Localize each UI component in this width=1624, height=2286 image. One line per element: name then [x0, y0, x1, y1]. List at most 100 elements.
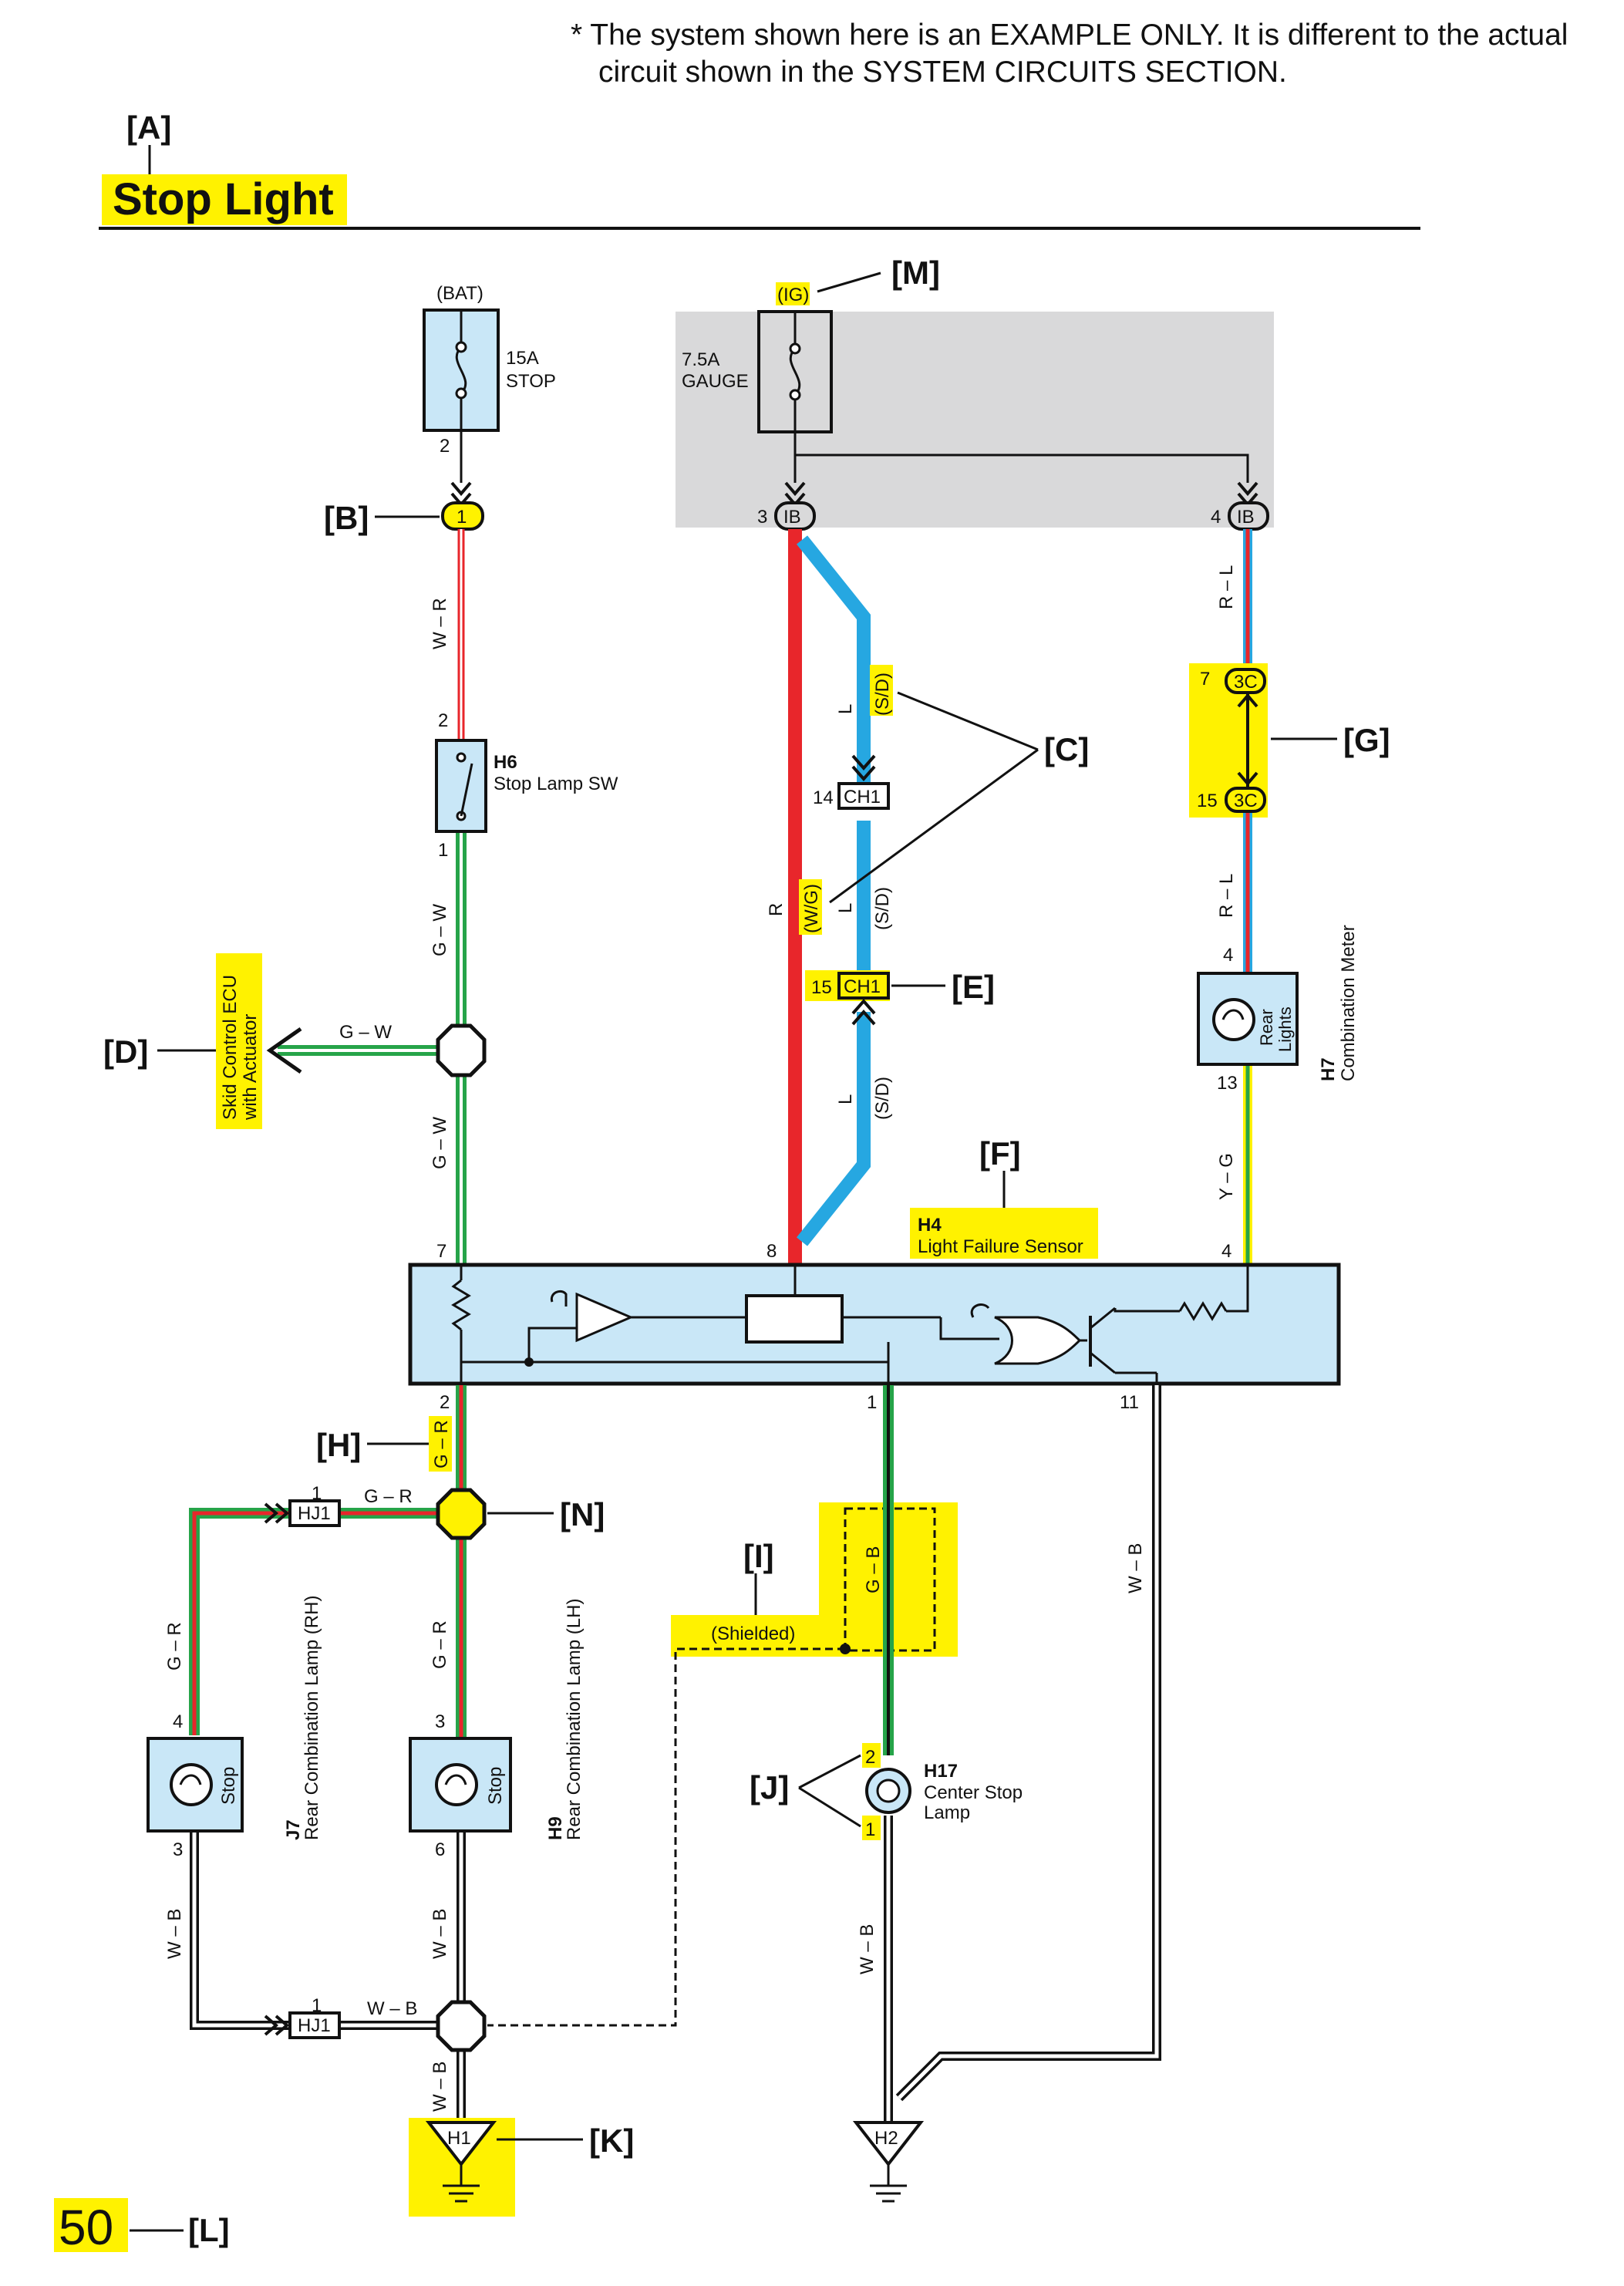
connector-ch1-14-label: CH1: [844, 787, 881, 808]
ref-n: [N]: [560, 1496, 605, 1532]
or-gate-icon: [994, 1316, 1082, 1365]
arrow-left-icon: [266, 1027, 302, 1074]
connector-3c-15-label: 3C: [1234, 791, 1258, 811]
h7-bulb-label-1: Rear: [1257, 1009, 1276, 1046]
connector-b1-pin: 1: [457, 507, 467, 528]
h9-name: Rear Combination Lamp (LH): [564, 1599, 585, 1840]
connector-3c-7: [1225, 668, 1266, 694]
bulb-icon: [435, 1763, 478, 1806]
ch1-pin-14: 14: [813, 787, 834, 808]
h6-name: Stop Lamp SW: [494, 774, 618, 794]
wire-wb-label-1: W – B: [164, 1909, 185, 1959]
junction-n: [436, 1488, 487, 1540]
switch-icon: [460, 763, 473, 817]
fuse-gauge-rating: 7.5A: [682, 349, 719, 370]
h9-pin-out: 6: [435, 1839, 445, 1860]
ref-b: [B]: [324, 500, 369, 536]
ig-label: (IG): [777, 285, 809, 305]
connector-hj1-bottom: [288, 2011, 341, 2039]
ref-i: [I]: [743, 1538, 774, 1574]
bulb-icon: [170, 1763, 213, 1806]
wire-sd-label-1: (S/D): [872, 673, 893, 716]
wire-wb-label-4: W – B: [430, 2062, 450, 2112]
sense-resistor: [745, 1294, 844, 1344]
wire-gw-label-1: G – W: [430, 904, 450, 956]
h9-code: H9: [545, 1816, 566, 1840]
ground-icon: [425, 2121, 497, 2167]
h9-pin-in: 3: [435, 1711, 445, 1732]
h6-code: H6: [494, 752, 517, 773]
wire-gr-label-4: G – R: [164, 1622, 185, 1671]
h7-code: H7: [1318, 1057, 1339, 1081]
h17-pin-top: 2: [865, 1747, 875, 1768]
bulb-icon: [1212, 998, 1255, 1041]
connector-3c-7-label: 3C: [1234, 672, 1258, 693]
wire-l-label-3: L: [835, 1094, 856, 1104]
junction-ground: [436, 2000, 487, 2052]
wire-l-lower: [796, 1012, 871, 1246]
wire-wb-label-3: W – B: [367, 1998, 417, 2019]
ch1-pin-15: 15: [811, 977, 832, 998]
ref-d: [D]: [103, 1033, 148, 1070]
ref-k: [K]: [589, 2122, 634, 2159]
connector-3c-15: [1225, 787, 1266, 813]
skid-ecu-line2: with Actuator: [240, 1014, 261, 1121]
ref-e: [E]: [952, 969, 995, 1005]
ib-pin-4: 4: [1211, 507, 1221, 528]
ref-g: [G]: [1343, 722, 1390, 758]
wire-l-upper: [796, 535, 871, 794]
h4-pin-1: 1: [867, 1392, 877, 1413]
ref-h: [H]: [316, 1427, 361, 1463]
wire-wb-label-2: W – B: [430, 1909, 450, 1959]
h9-bulb-label: Stop: [485, 1767, 506, 1805]
wire-gr-label-3: G – R: [364, 1486, 413, 1507]
wire-gb-label: G – B: [863, 1546, 884, 1593]
h17-code: H17: [924, 1761, 958, 1782]
wire-wb-label-6: W – B: [1125, 1543, 1146, 1593]
wire-r-label: R: [766, 903, 787, 916]
h17-name-1: Center Stop: [924, 1782, 1023, 1803]
junction-gw: [436, 1023, 487, 1077]
note-line-2: circuit shown in the SYSTEM CIRCUITS SEC…: [598, 56, 1287, 89]
wire-rl-label-2: R – L: [1216, 874, 1237, 918]
j7-code: J7: [283, 1819, 304, 1840]
ref-a: [A]: [126, 110, 171, 146]
comparator-icon: [575, 1292, 634, 1343]
j7-pin-in: 4: [173, 1711, 183, 1732]
ref-f: [F]: [979, 1135, 1021, 1172]
h4-name: Light Failure Sensor: [918, 1236, 1083, 1257]
connector-ch1-15-label: CH1: [844, 976, 881, 997]
fuse-stop-name: STOP: [506, 371, 556, 392]
ref-j: [J]: [750, 1769, 789, 1806]
ref-m: [M]: [891, 255, 940, 291]
j7-bulb-label: Stop: [218, 1767, 239, 1805]
skid-ecu-highlight: [216, 953, 262, 1129]
ig-highlight: [776, 282, 810, 305]
h7-pin-in: 4: [1223, 945, 1233, 966]
j7-name: Rear Combination Lamp (RH): [302, 1596, 322, 1840]
page-title: Stop Light: [113, 174, 334, 224]
wire-wr-label: W – R: [430, 598, 450, 649]
ground-h2-label: H2: [874, 2128, 898, 2149]
h4-sensor-box: [408, 1263, 1341, 1386]
connector-ch1-14: [837, 782, 890, 810]
h7-bulb-label-2: Lights: [1275, 1006, 1295, 1052]
h4-pin-4: 4: [1221, 1241, 1231, 1262]
connector-ib-right-label: IB: [1237, 507, 1255, 528]
hj1-pin-bot: 1: [312, 1995, 322, 2016]
wire-gr-label-1: G – R: [431, 1420, 452, 1468]
wire-l-label-2: L: [835, 903, 856, 913]
skid-ecu-line1: Skid Control ECU: [220, 975, 241, 1120]
note-line-1: * The system shown here is an EXAMPLE ON…: [571, 19, 1568, 52]
h4-code: H4: [918, 1215, 942, 1236]
fuse-gauge-name: GAUGE: [682, 371, 749, 392]
h17-name-2: Lamp: [924, 1802, 970, 1823]
c3-pin-7: 7: [1200, 669, 1210, 690]
wire-yg-label: Y – G: [1216, 1153, 1237, 1200]
h4-pin-7: 7: [436, 1241, 446, 1262]
bat-label: (BAT): [436, 283, 483, 304]
resistor-icon: [451, 1279, 471, 1331]
ground-h1-label: H1: [447, 2128, 471, 2149]
connector-hj1-top: [288, 1499, 341, 1527]
